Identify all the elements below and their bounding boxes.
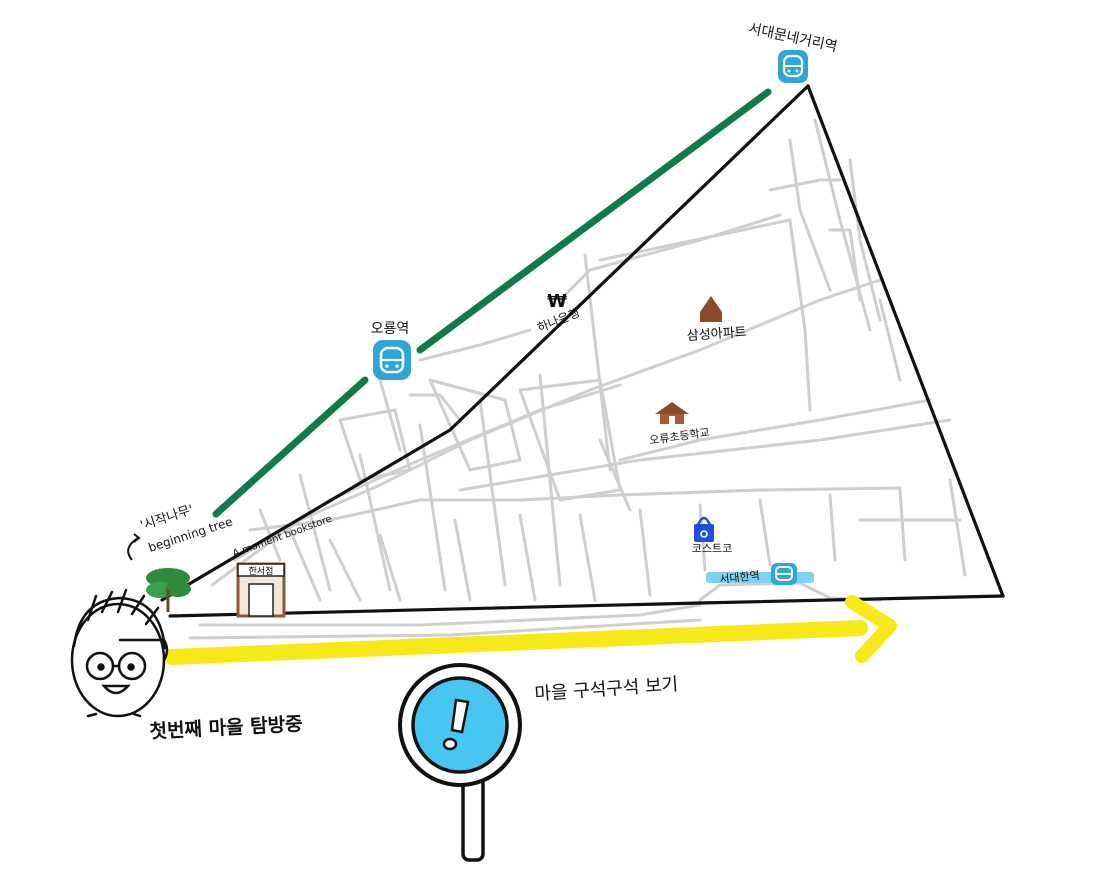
main-roads bbox=[160, 84, 1005, 618]
curved-arrow bbox=[127, 537, 139, 561]
bookstore-korean-label: 한서점 bbox=[249, 565, 274, 577]
school-icon bbox=[655, 402, 689, 424]
station-bottom[interactable]: 서대한역 bbox=[706, 563, 814, 586]
yellow-route bbox=[164, 595, 897, 665]
shopping-bag-icon bbox=[694, 516, 714, 542]
bookstore-english-label: A moment bookstore bbox=[231, 514, 333, 560]
subway-icon bbox=[771, 563, 797, 585]
character-face-icon bbox=[70, 588, 169, 718]
place-label: 삼성아파트 bbox=[686, 325, 747, 344]
place-label: 코스트코 bbox=[692, 542, 732, 555]
tree-icon bbox=[146, 568, 191, 612]
station-middle[interactable]: 오룡역 bbox=[371, 321, 411, 380]
won-icon: ₩ bbox=[547, 291, 567, 312]
subway-icon bbox=[778, 50, 808, 83]
caption-text: 첫번째 마을 탐방중 bbox=[149, 713, 303, 743]
house-icon bbox=[700, 296, 722, 322]
station-label: 오룡역 bbox=[371, 321, 410, 337]
street-grid bbox=[188, 118, 967, 640]
search-label: 마을 구석구석 보기 bbox=[534, 674, 679, 705]
subway-icon bbox=[373, 340, 411, 380]
store-place[interactable]: 코스트코 bbox=[692, 516, 732, 555]
apartment-place[interactable]: 삼성아파트 bbox=[686, 296, 747, 344]
station-label: 서대한역 bbox=[719, 569, 761, 586]
green-route bbox=[212, 88, 772, 518]
station-top-right[interactable]: 서대문네거리역 bbox=[747, 21, 839, 83]
bookstore-building bbox=[236, 562, 286, 618]
bank-place[interactable]: ₩ 하나은행 bbox=[535, 291, 582, 335]
magnifier-icon bbox=[398, 663, 522, 862]
search-magnifier[interactable]: 마을 구석구석 보기 bbox=[398, 663, 679, 862]
